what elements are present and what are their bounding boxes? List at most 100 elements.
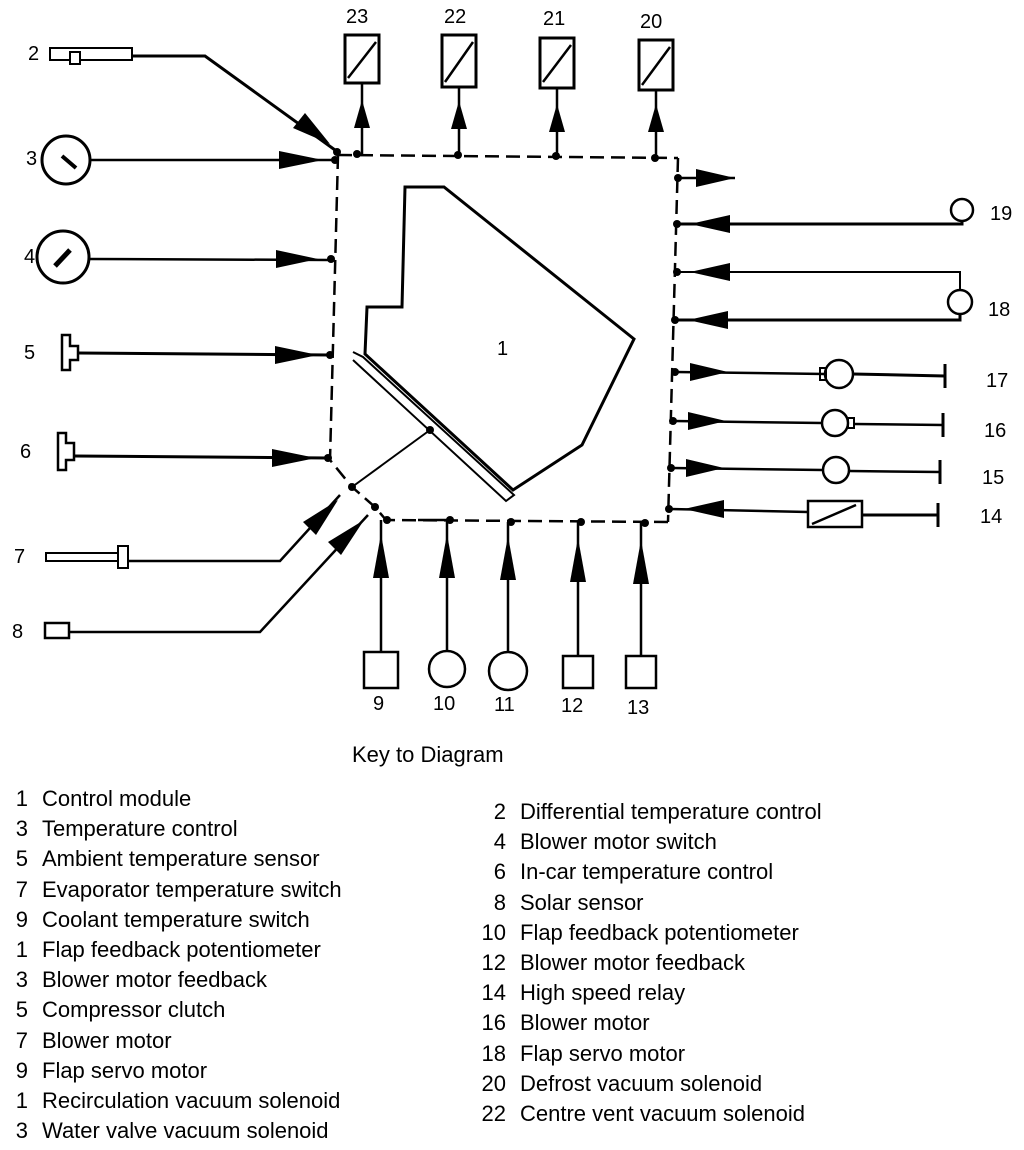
key-item-number: 10 <box>481 919 506 945</box>
key-item-number: 12 <box>481 949 506 975</box>
arrowheads <box>272 100 735 584</box>
key-item-number: 5 <box>15 846 28 872</box>
key-item: 1 Flap feedback potentiometer <box>6 935 342 965</box>
key-item: 7 Evaporator temperature switch <box>6 875 342 905</box>
key-item: 3 Water valve vacuum solenoid <box>6 1116 342 1146</box>
key-item-number: 2 <box>493 799 506 824</box>
wiring-diagram: 1 2 3 4 5 6 7 8 9 10 11 12 13 14 15 16 1… <box>12 6 1012 719</box>
label-10: 10 <box>433 693 455 715</box>
component-2 <box>49 47 133 61</box>
label-13: 13 <box>627 697 649 719</box>
key-item: 18 Flap servo motor <box>474 1039 822 1069</box>
key-item: 16 Blower motor <box>474 1008 822 1038</box>
key-item-text: Recirculation vacuum solenoid <box>42 1087 341 1113</box>
label-12: 12 <box>561 695 583 717</box>
label-11: 11 <box>494 694 515 716</box>
component-5 <box>60 333 80 372</box>
label-20: 20 <box>640 11 662 33</box>
key-item-number: 9 <box>15 906 28 932</box>
key-item-text: In-car temperature control <box>520 859 774 885</box>
key-item: 4 Blower motor switch <box>474 827 822 857</box>
bus-top <box>337 153 679 160</box>
component-13 <box>624 654 658 690</box>
key-item-number: 20 <box>481 1070 506 1096</box>
component-17 <box>823 358 855 390</box>
key-item: 1 Recirculation vacuum solenoid <box>6 1086 342 1116</box>
key-item-text: High speed relay <box>520 980 686 1006</box>
label-19: 19 <box>990 203 1012 225</box>
key-item-text: Solar sensor <box>520 889 644 915</box>
key-item-number: 5 <box>15 997 28 1023</box>
key-item-number: 7 <box>15 876 28 902</box>
component-6 <box>56 431 76 472</box>
key-item-number: 16 <box>481 1010 506 1036</box>
component-15 <box>821 455 851 485</box>
key-item-text: Flap feedback potentiometer <box>520 919 799 945</box>
component-9 <box>362 650 400 690</box>
component-16 <box>820 408 850 438</box>
key-item: 5 Compressor clutch <box>6 995 342 1025</box>
key-item-number: 4 <box>493 829 506 855</box>
component-12 <box>561 654 595 690</box>
component-11 <box>487 650 529 692</box>
key-item-number: 3 <box>15 816 28 842</box>
key-item-text: Blower motor <box>42 1027 172 1053</box>
key-item-text: Control module <box>42 786 192 811</box>
label-3: 3 <box>26 148 37 170</box>
label-4: 4 <box>24 246 35 268</box>
key-item-text: Evaporator temperature switch <box>42 876 342 902</box>
component-18 <box>946 288 974 316</box>
key-item-number: 3 <box>15 1118 28 1144</box>
junction-dots <box>324 148 682 527</box>
key-item-number: 22 <box>481 1100 506 1126</box>
key-item-text: Flap feedback potentiometer <box>42 936 321 962</box>
control-module-shape <box>363 185 636 492</box>
bus-left <box>328 154 387 521</box>
component-4 <box>35 229 91 285</box>
label-22: 22 <box>444 6 466 28</box>
label-7: 7 <box>14 546 25 568</box>
key-item: 1 Control module <box>6 784 342 814</box>
key-item-number: 1 <box>15 1087 28 1113</box>
key-item-text: Temperature control <box>42 816 238 842</box>
label-17: 17 <box>986 370 1008 392</box>
key-item-text: Differential temperature control <box>520 799 822 824</box>
label-2: 2 <box>28 43 39 65</box>
key-item-number: 1 <box>15 936 28 962</box>
inner-link-line <box>351 429 431 488</box>
key-item-text: Blower motor <box>520 1010 650 1036</box>
key-left-column: 1 Control module 3 Temperature control 5 Ambi… <box>6 784 342 1146</box>
control-module-edge <box>352 351 516 503</box>
key-item-text: Ambient temperature sensor <box>42 846 320 872</box>
key-item: 5 Ambient temperature sensor <box>6 844 342 874</box>
label-9: 9 <box>373 693 384 715</box>
key-item-number: 3 <box>15 967 28 993</box>
key-item-number: 1 <box>15 786 28 811</box>
component-8 <box>43 621 71 640</box>
key-item: 10 Flap feedback potentiometer <box>474 918 822 948</box>
component-7 <box>45 552 119 562</box>
key-item-text: Flap servo motor <box>42 1057 208 1083</box>
key-item-text: Flap servo motor <box>520 1040 686 1066</box>
key-item-text: Water valve vacuum solenoid <box>42 1118 329 1144</box>
label-18: 18 <box>988 299 1010 321</box>
key-item: 3 Blower motor feedback <box>6 965 342 995</box>
key-item-number: 18 <box>481 1040 506 1066</box>
key-title: Key to Diagram <box>352 742 504 767</box>
label-8: 8 <box>12 621 23 643</box>
key-item-text: Centre vent vacuum solenoid <box>520 1100 805 1126</box>
key-item-text: Blower motor switch <box>520 829 717 855</box>
label-23: 23 <box>346 6 368 28</box>
key-item-text: Compressor clutch <box>42 997 226 1023</box>
key-item: 3 Temperature control <box>6 814 342 844</box>
key-item-number: 7 <box>15 1027 28 1053</box>
key-item: 22 Centre vent vacuum solenoid <box>474 1099 822 1129</box>
key-item-text: Blower motor feedback <box>42 967 267 993</box>
